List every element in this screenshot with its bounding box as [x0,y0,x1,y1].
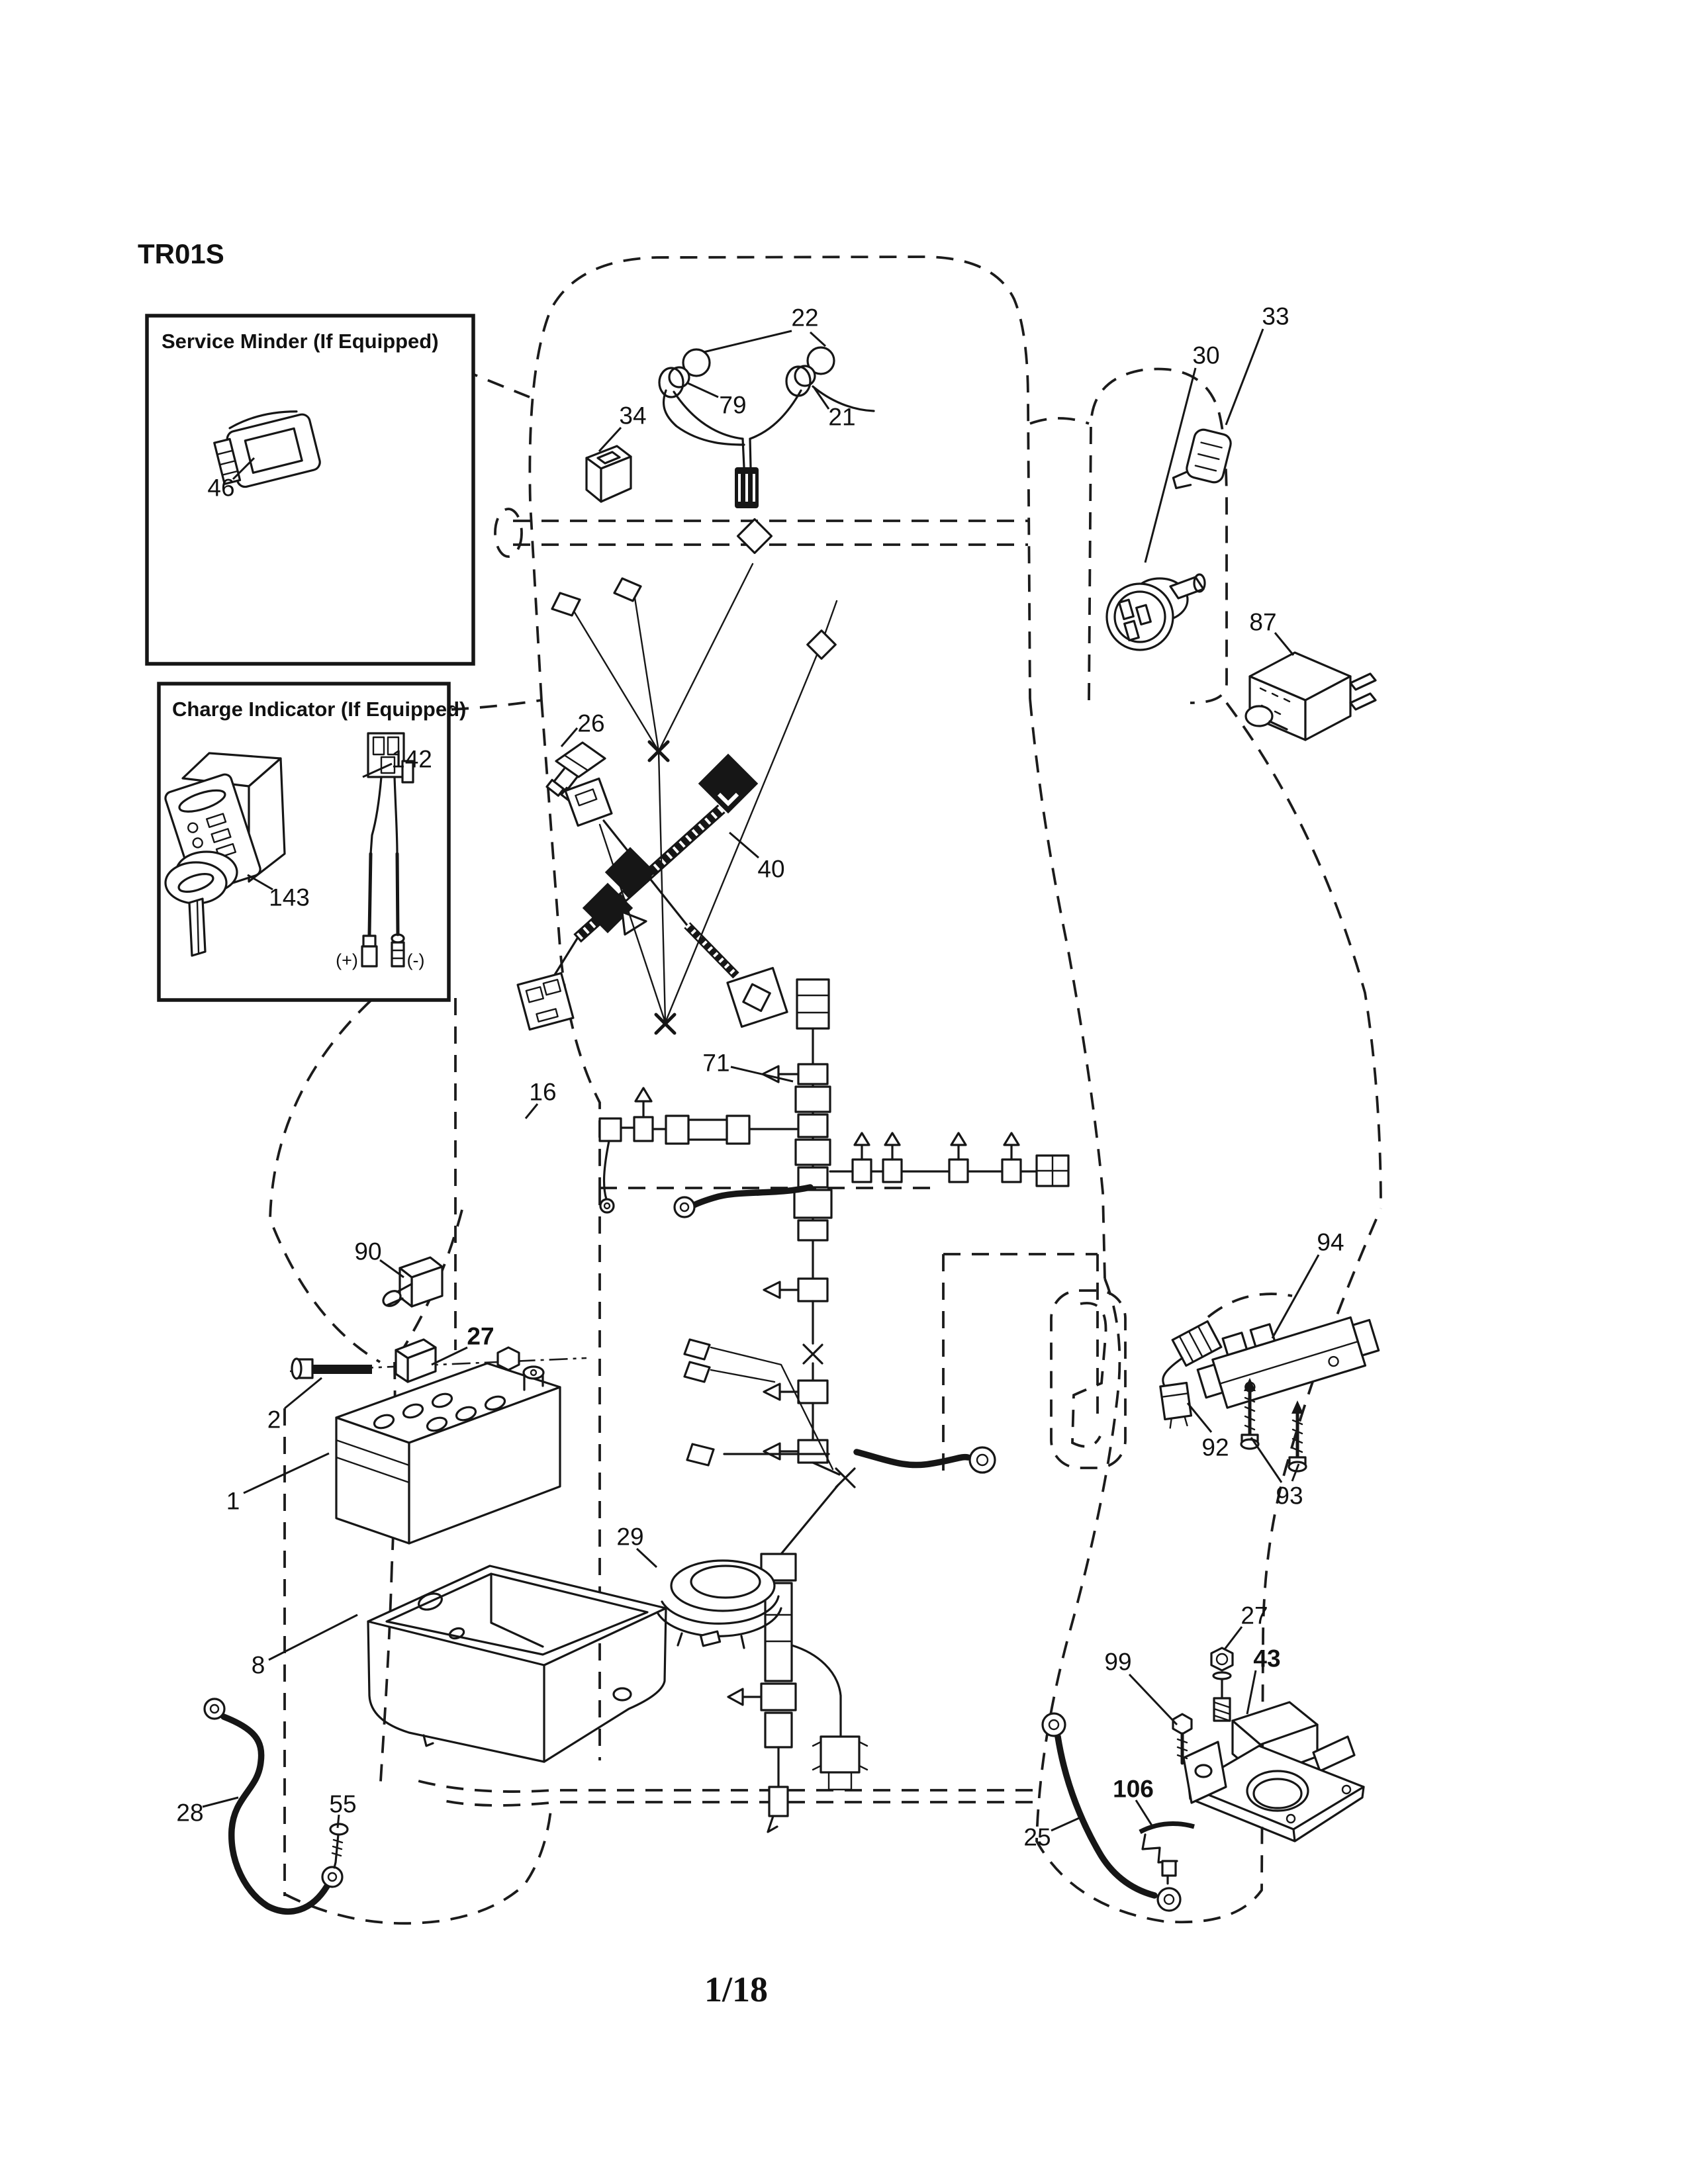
tractor-outline-dashed [269,255,1382,1925]
bolt-99-icon [1172,1713,1193,1765]
diagram-code: TR01S [138,238,224,269]
callout-21-label: 21 [828,404,855,431]
inset-charge-indicator-title: Charge Indicator (If Equipped) [172,698,466,721]
dash-wiring-icon [551,518,838,1035]
callout-22-label: 22 [791,304,818,332]
callout-1: 1 [226,1452,330,1515]
callout-79-label: 79 [719,392,746,419]
callout-55-label: 55 [329,1791,356,1818]
callout-8-label: 8 [252,1652,265,1679]
callout-90-label: 90 [354,1238,381,1265]
callout-71: 71 [702,1050,794,1083]
clamp-106-icon [1139,1821,1195,1885]
callout-2-label: 2 [267,1406,281,1433]
callout-26-label: 26 [577,710,604,737]
callout-93-label: 93 [1276,1482,1303,1510]
headlight-harness-icon [658,346,875,508]
main-harness-icon [516,753,788,1031]
terminal-plus-label: (+) [336,950,358,970]
callout-16: 16 [524,1079,557,1119]
callout-27-solenoid-label: 27 [1241,1602,1268,1629]
callout-43-label: 43 [1253,1645,1280,1672]
terminal-minus-label: (-) [407,950,425,970]
headlight-switch-icon [585,445,632,503]
charge-indicator-wire-icon: (+) (-) [336,732,425,970]
inset-service-minder: Service Minder (If Equipped) [145,314,475,666]
callout-106: 106 [1113,1776,1154,1826]
battery-box-icon [367,1565,667,1763]
solenoid-icon [1139,1647,1365,1885]
callout-71-label: 71 [702,1050,729,1077]
callout-79: 79 [686,381,747,419]
callout-90: 90 [354,1238,404,1279]
callout-94: 94 [1271,1229,1344,1339]
callout-87-label: 87 [1249,609,1276,636]
page-number: 1/18 [704,1970,768,2009]
screws-93-icon [1240,1378,1307,1473]
callout-99: 99 [1104,1649,1178,1726]
callout-142: 142 [362,746,432,778]
callout-30-label: 30 [1192,342,1219,369]
callout-25: 25 [1023,1815,1084,1851]
callout-87: 87 [1249,609,1295,656]
callout-28: 28 [176,1796,239,1827]
battery-icon [289,1338,587,1545]
callout-29: 29 [616,1524,658,1569]
callout-25-label: 25 [1023,1824,1051,1851]
callout-27-solenoid: 27 [1223,1602,1268,1650]
callout-46: 46 [207,457,256,502]
service-minder-display-icon [213,410,321,488]
inset-service-minder-title: Service Minder (If Equipped) [162,330,439,353]
screw-55-icon [329,1823,349,1869]
callout-92-label: 92 [1201,1434,1229,1461]
callout-93: 93 [1250,1437,1303,1510]
callout-21: 21 [813,387,856,431]
callout-143-label: 143 [269,884,310,911]
callout-8: 8 [252,1614,358,1679]
callout-46-label: 46 [207,475,234,502]
callout-40: 40 [729,831,785,883]
connector-92-icon [1159,1381,1193,1429]
callout-43: 43 [1246,1645,1281,1715]
cap-29-icon [657,1559,782,1649]
ignition-key-icon [1172,428,1232,490]
center-harness-icon [598,978,1070,1833]
callout-40-label: 40 [757,856,784,883]
ignition-switch-icon [1105,573,1206,651]
callout-27-battery-label: 27 [467,1323,494,1350]
callout-106-label: 106 [1113,1776,1154,1803]
connector-90-icon [382,1256,444,1308]
callout-29-label: 29 [616,1524,643,1551]
callout-30: 30 [1144,342,1220,563]
charge-indicator-gauge-icon [164,752,286,957]
callout-28-label: 28 [176,1799,203,1827]
relay-icon [1244,651,1377,741]
callout-34: 34 [598,402,647,453]
callout-26: 26 [560,710,605,747]
callout-92: 92 [1186,1402,1229,1461]
callout-55: 55 [329,1791,357,1829]
interlock-module-icon [1159,1316,1380,1473]
callout-143: 143 [247,874,310,911]
callout-22: 22 [703,304,827,353]
callout-34-label: 34 [619,402,646,430]
callout-142-label: 142 [391,746,432,773]
callout-33-label: 33 [1262,303,1289,330]
callout-33: 33 [1225,303,1289,426]
callout-99-label: 99 [1104,1649,1131,1676]
callout-1-label: 1 [226,1488,240,1515]
ground-cable-25-icon [1041,1712,1182,1912]
callout-2: 2 [267,1377,322,1433]
inset-charge-indicator: Charge Indicator (If Equipped) [157,682,466,1002]
ground-cable-28-icon [203,1698,349,1915]
callout-94-label: 94 [1317,1229,1344,1256]
callout-27-battery: 27 [431,1323,494,1366]
callout-16-label: 16 [529,1079,556,1106]
